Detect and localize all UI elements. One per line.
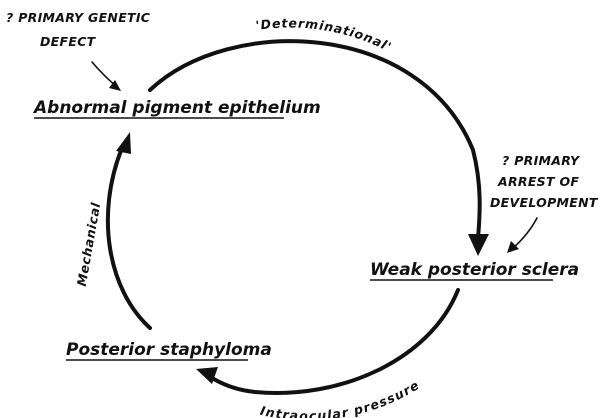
edge-label-determinational: 'Determinational': [255, 15, 394, 54]
annotation-arrest-line-3: DEVELOPMENT: [490, 195, 599, 210]
annotation-arrest-line-1: ? PRIMARY: [502, 153, 581, 168]
annotation-genetic-defect-line-2: DEFECT: [40, 34, 97, 49]
annotation-genetic-defect-line-1: ? PRIMARY GENETIC: [6, 10, 151, 25]
edge-label-mechanical: Mechanical: [74, 201, 104, 287]
node-weak-posterior-sclera: Weak posterior sclera: [370, 260, 579, 280]
arrowhead-staphyloma: [196, 367, 218, 384]
arrowhead-abnormal-rpe: [116, 132, 131, 154]
annotation-arrest-line-2: ARREST OF: [497, 174, 579, 189]
pointer-arrest-of-development: [511, 217, 538, 250]
node-abnormal-pigment-epithelium: Abnormal pigment epithelium: [32, 98, 321, 118]
node-posterior-staphyloma: Posterior staphyloma: [66, 340, 272, 360]
annotation-arrest-of-development: ? PRIMARY ARREST OF DEVELOPMENT: [490, 153, 599, 210]
arrowhead-weak-sclera: [468, 234, 489, 256]
pointer-genetic-defect-head: [109, 80, 121, 91]
arc-determinational: [148, 39, 482, 240]
pointer-arrest-of-development-head: [507, 241, 519, 253]
annotation-genetic-defect: ? PRIMARY GENETIC DEFECT: [6, 10, 151, 49]
arc-mechanical: [105, 146, 152, 330]
arc-intraocular-pressure: [210, 288, 460, 395]
